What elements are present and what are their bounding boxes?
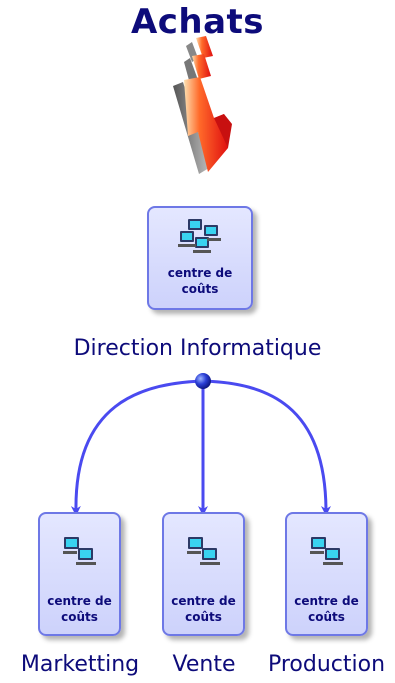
- box-label-line2: coûts: [181, 282, 219, 296]
- cost-center-box-production: centre de coûts: [285, 512, 368, 636]
- cost-center-box-vente: centre de coûts: [162, 512, 245, 636]
- caption-production: Production: [267, 652, 386, 677]
- caption-vente: Vente: [172, 652, 236, 677]
- box-label-line2: coûts: [308, 610, 345, 624]
- computer-network-icon: [62, 537, 96, 565]
- computer-network-icon: [178, 219, 221, 253]
- cost-center-box-root: centre de coûts: [147, 206, 253, 310]
- box-label-line1: centre de: [294, 594, 359, 608]
- computer-network-icon: [186, 537, 220, 565]
- box-label-line1: centre de: [47, 594, 112, 608]
- caption-marketting: Marketting: [20, 652, 140, 677]
- hierarchy-connectors: [70, 379, 331, 516]
- cost-center-box-marketting: centre de coûts: [38, 512, 121, 636]
- caption-direction-informatique: Direction Informatique: [73, 336, 322, 361]
- box-label-line1: centre de: [171, 594, 236, 608]
- computer-network-icon: [309, 537, 343, 565]
- box-label-line2: coûts: [185, 610, 222, 624]
- junction-node: [195, 373, 211, 389]
- diagram-title: Achats: [130, 2, 265, 42]
- box-label-line2: coûts: [61, 610, 98, 624]
- red-arrow-icon: [173, 36, 232, 174]
- connector-production: [202, 379, 331, 516]
- box-label-line1: centre de: [167, 266, 233, 280]
- connector-marketting: [70, 379, 204, 516]
